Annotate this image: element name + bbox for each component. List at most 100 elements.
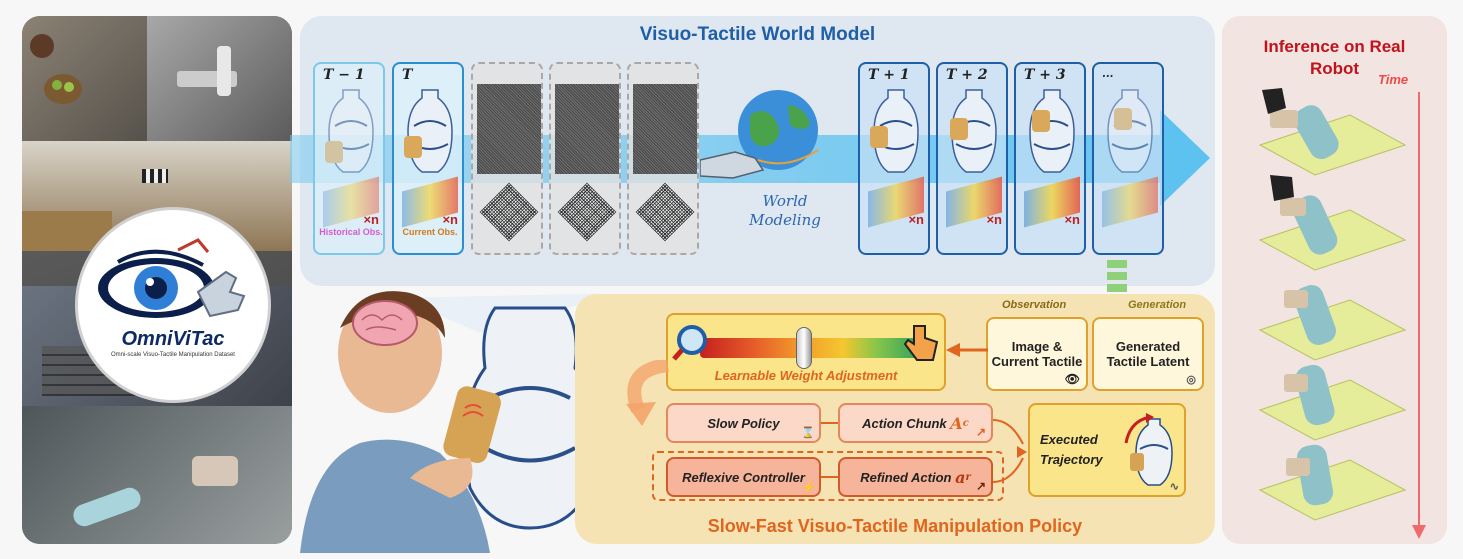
historical-obs-label: Historical Obs. — [319, 227, 383, 237]
noise-image — [633, 84, 697, 174]
multiplier-label: ×n — [986, 212, 1002, 227]
robot-snapshot — [1258, 88, 1407, 176]
tap-hand-icon — [903, 325, 939, 361]
executed-line2: Trajectory — [1040, 452, 1103, 467]
eye-icon: 👁 — [1064, 372, 1080, 386]
noise-tactile — [479, 182, 539, 242]
robot-title-line1: Inference on Real — [1263, 37, 1406, 56]
connector-line — [821, 422, 841, 424]
collage-photo — [22, 16, 147, 141]
frame-label: T + 2 — [946, 67, 988, 83]
frame-label: T + 1 — [868, 67, 910, 83]
refined-action-symbol: a — [955, 467, 966, 487]
frame-label: T − 1 — [323, 67, 365, 83]
reflexive-controller-box: Reflexive Controller ⚡ — [666, 457, 821, 497]
weight-adjustment-label: Learnable Weight Adjustment — [714, 368, 898, 383]
eye-robot-hand-icon — [98, 238, 246, 318]
multiplier-label: ×n — [908, 212, 924, 227]
action-chunk-label: Action Chunk — [862, 415, 947, 431]
noise-image — [477, 84, 541, 174]
observation-line2: Current Tactile — [991, 354, 1083, 369]
generation-label: Generation — [1128, 299, 1187, 311]
multiplier-label: ×n — [1064, 212, 1080, 227]
collage-photo — [22, 406, 292, 544]
path-icon: ∿ — [1169, 481, 1179, 493]
collage-photo — [22, 141, 292, 251]
tactile-heatmap — [1102, 176, 1158, 228]
time-axis-arrowhead-icon — [1412, 525, 1426, 539]
omnivitac-logo: OmniViTac Omni-scale Visuo-Tactile Manip… — [78, 210, 268, 400]
frame-label: ... — [1102, 67, 1114, 80]
vase-hand-icon — [870, 89, 919, 173]
robot-snapshot — [1258, 285, 1407, 361]
multiplier-label: ×n — [442, 212, 458, 227]
multiplier-label: ×n — [363, 212, 379, 227]
magnifier-icon — [672, 325, 707, 361]
slow-policy-box: Slow Policy ⌛ — [666, 403, 821, 443]
frame-label: T + 3 — [1024, 67, 1066, 83]
refined-action-subscript: r — [965, 471, 971, 483]
collage-photo — [147, 16, 292, 146]
robot-title-line2: Robot — [1309, 59, 1360, 78]
generation-line1: Generated — [1115, 339, 1181, 354]
reflexive-controller-label: Reflexive Controller — [682, 469, 805, 485]
robot-panel-title: Inference on Real Robot — [1222, 36, 1447, 80]
robot-snapshots — [1258, 88, 1407, 521]
frame-historical: T − 1 ×n Historical Obs. — [313, 62, 385, 255]
vase-hand-icon — [325, 89, 374, 173]
vase-hand-icon — [950, 89, 997, 173]
time-axis-label: Time — [1378, 72, 1409, 87]
frame-current: T ×n Current Obs. — [392, 62, 464, 255]
arrow-left-icon — [946, 343, 988, 357]
logo-subtitle: Omni-scale Visuo-Tactile Manipulation Da… — [111, 352, 235, 358]
executed-line1: Executed — [1040, 432, 1098, 447]
merge-arrow-icon — [993, 419, 1027, 483]
time-axis-line — [1418, 92, 1420, 532]
frame-noise — [549, 62, 621, 255]
person-holding-vase-illustration — [300, 291, 600, 553]
vase-hand-icon — [404, 89, 453, 173]
frame-future: T + 1 ×n — [858, 62, 930, 255]
generation-box: Generated Tactile Latent ◎ — [1092, 317, 1204, 391]
robot-snapshot — [1258, 444, 1407, 521]
reflexive-loop-region — [652, 451, 1004, 501]
frame-future: ... — [1092, 62, 1164, 255]
refined-action-label: Refined Action — [860, 469, 952, 485]
world-modeling-line2: Modeling — [749, 211, 821, 229]
frame-future: T + 2 ×n — [936, 62, 1008, 255]
frame-noise — [627, 62, 699, 255]
action-chunk-subscript: c — [962, 417, 969, 429]
observation-box: Image & Current Tactile 👁 — [986, 317, 1088, 391]
frame-label: T — [402, 67, 413, 83]
world-modeling-label: World Modeling — [735, 192, 835, 230]
observation-label: Observation — [1002, 299, 1067, 311]
executed-trajectory-box: Executed Trajectory ∿ — [1028, 403, 1186, 497]
logo-wordmark: OmniViTac — [121, 328, 225, 350]
robot-inference-panel — [1222, 16, 1447, 544]
lightning-icon: ⚡ — [802, 482, 816, 494]
vase-trajectory-icon — [1124, 413, 1173, 486]
arrow-up-right-icon: ↗ — [975, 479, 986, 493]
frame-future: T + 3 ×n — [1014, 62, 1086, 255]
current-obs-label: Current Obs. — [402, 227, 458, 237]
weight-slider-thumb — [796, 327, 812, 369]
robot-snapshot — [1258, 364, 1407, 441]
vase-hand-icon — [1107, 89, 1153, 173]
connector-line — [821, 476, 841, 478]
timeline-arrowhead-icon — [1160, 110, 1210, 206]
fingerprint-icon: ◎ — [1186, 374, 1196, 386]
observation-line1: Image & — [1011, 339, 1063, 354]
vase-hand-icon — [1029, 89, 1075, 173]
world-modeling-line1: World — [762, 192, 808, 210]
policy-title: Slow-Fast Visuo-Tactile Manipulation Pol… — [707, 516, 1083, 536]
slow-policy-label: Slow Policy — [707, 415, 780, 431]
generation-line2: Tactile Latent — [1106, 354, 1190, 369]
robot-snapshot — [1258, 175, 1407, 271]
action-chunk-symbol: A — [950, 413, 963, 433]
noise-tactile — [557, 182, 617, 242]
noise-tactile — [635, 182, 695, 242]
world-model-title: Visuo-Tactile World Model — [639, 24, 876, 45]
noise-image — [555, 84, 619, 174]
